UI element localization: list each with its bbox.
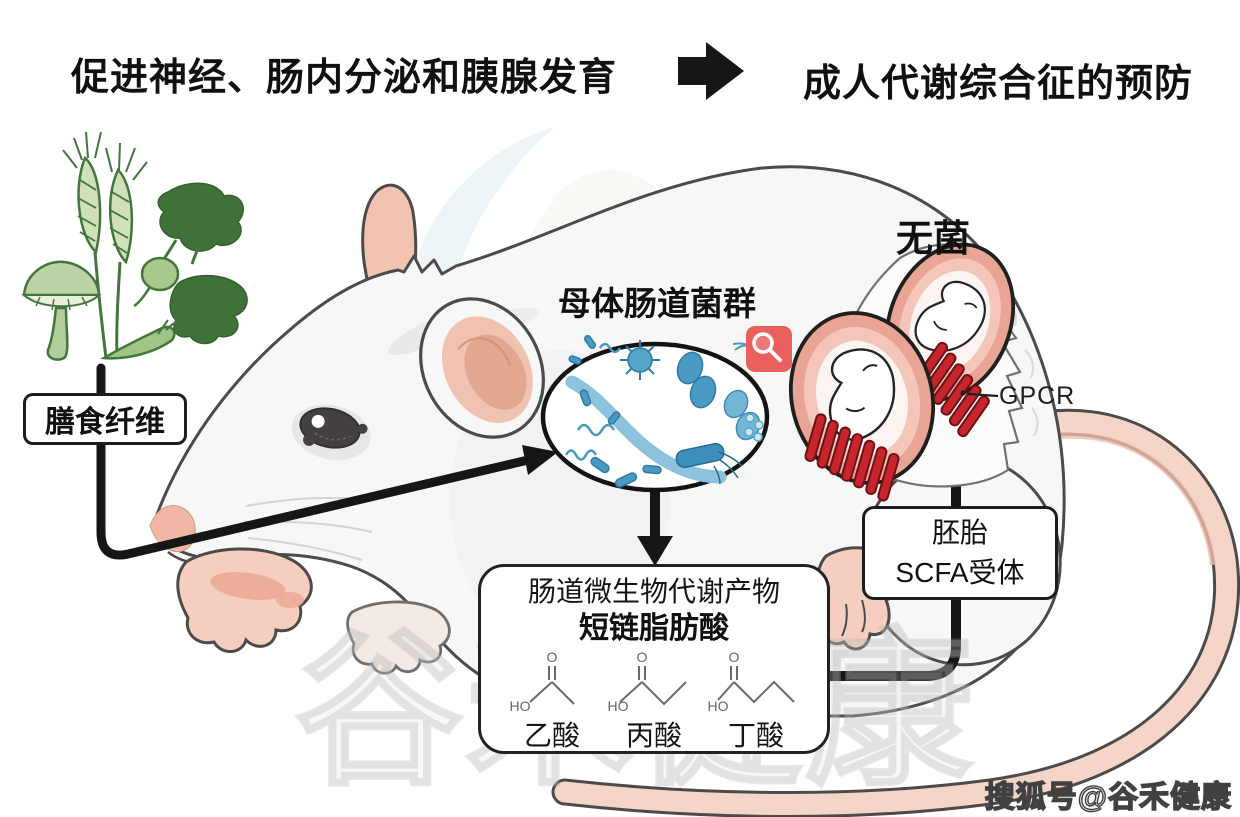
butyric-acid-structure: O HO xyxy=(708,649,795,714)
scfa-title: 短链脂肪酸 xyxy=(579,612,729,645)
mouse-far-paw xyxy=(346,600,451,675)
dietary-fiber-label: 膳食纤维 xyxy=(45,406,165,439)
acetic-acid-structure: O HO xyxy=(510,649,575,714)
flow-arrow-down xyxy=(637,492,673,566)
germ-free-label: 无菌 xyxy=(896,218,970,259)
ho-label: HO xyxy=(708,698,729,714)
propionic-acid-structure: O HO xyxy=(608,649,687,714)
mouse-eye-icon xyxy=(291,404,371,461)
propionic-acid: O HO 丙酸 xyxy=(605,648,703,752)
o-label: O xyxy=(729,649,740,665)
embryo-receptor-line1: 胚胎 xyxy=(931,517,988,548)
arrow-right-icon xyxy=(678,42,744,100)
mouse-front-paw xyxy=(176,547,313,653)
gpcr-coil-front-icon xyxy=(804,413,900,502)
bacteria-illustration xyxy=(540,334,770,493)
propionic-acid-label: 丙酸 xyxy=(625,720,682,751)
o-label: O xyxy=(637,649,648,665)
gpcr-label: GPCR xyxy=(999,382,1076,410)
butyric-acid: O HO 丁酸 xyxy=(707,648,805,752)
acid-row: O HO 乙酸 O HO 丙酸 O xyxy=(481,648,827,752)
mouse-tail xyxy=(551,408,1240,817)
turnip-icon xyxy=(133,182,244,308)
sohu-watermark: 搜狐号@谷禾健康 xyxy=(984,780,1232,814)
embryo-receptor-line2: SCFA受体 xyxy=(895,557,1025,588)
dietary-fiber-plants xyxy=(21,131,248,361)
maternal-microbiota-label: 母体肠道菌群 xyxy=(558,285,756,322)
right-title: 成人代谢综合征的预防 xyxy=(802,63,1193,105)
metabolites-box: 肠道微生物代谢产物 短链脂肪酸 O HO 乙酸 O HO 丙酸 xyxy=(478,564,830,754)
embryo-illustration xyxy=(788,242,1016,502)
gpcr-leader-line xyxy=(960,390,999,398)
embryo-receptor-box: 胚胎 SCFA受体 xyxy=(862,506,1058,600)
ho-label: HO xyxy=(608,698,629,714)
magnifier-icon xyxy=(746,326,792,372)
carrot-icon xyxy=(100,274,248,360)
left-title: 促进神经、肠内分泌和胰腺发育 xyxy=(70,57,617,99)
wheat-icon xyxy=(62,131,148,359)
mouse-ear-icon xyxy=(419,297,545,439)
flow-arrow-fiber xyxy=(96,363,558,560)
mushroom-icon xyxy=(21,260,102,361)
acetic-acid: O HO 乙酸 xyxy=(503,648,601,752)
o-label: O xyxy=(547,649,558,665)
metabolites-title: 肠道微生物代谢产物 xyxy=(527,576,780,607)
dietary-fiber-box: 膳食纤维 xyxy=(23,393,187,445)
butyric-acid-label: 丁酸 xyxy=(727,720,784,751)
ho-label: HO xyxy=(510,698,531,714)
acetic-acid-label: 乙酸 xyxy=(523,720,580,751)
